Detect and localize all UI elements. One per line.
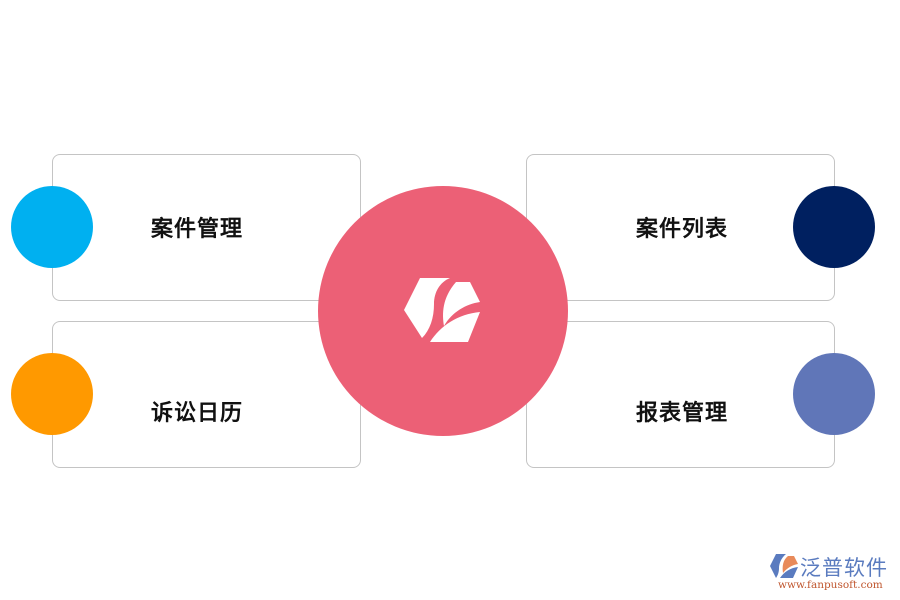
feature-card-case-list bbox=[526, 154, 835, 301]
feature-dot-orange bbox=[11, 353, 93, 435]
feature-label: 案件管理 bbox=[151, 217, 244, 242]
feature-label: 报表管理 bbox=[636, 401, 729, 426]
feature-label: 案件列表 bbox=[636, 217, 729, 242]
center-hub bbox=[318, 186, 568, 436]
feature-card-case-management bbox=[52, 154, 361, 301]
feature-dot-blue bbox=[11, 186, 93, 268]
watermark-url: www.fanpusoft.com bbox=[778, 579, 883, 591]
fanpu-logo-icon bbox=[770, 554, 798, 578]
feature-card-report-management bbox=[526, 321, 835, 468]
feature-label: 诉讼日历 bbox=[151, 401, 244, 426]
feature-dot-navy bbox=[793, 186, 875, 268]
watermark: 泛普软件 www.fanpusoft.com bbox=[770, 552, 895, 597]
brand-hexagon-logo-icon bbox=[404, 278, 480, 342]
feature-card-litigation-calendar bbox=[52, 321, 361, 468]
watermark-title: 泛普软件 bbox=[800, 556, 888, 580]
feature-dot-periwinkle bbox=[793, 353, 875, 435]
